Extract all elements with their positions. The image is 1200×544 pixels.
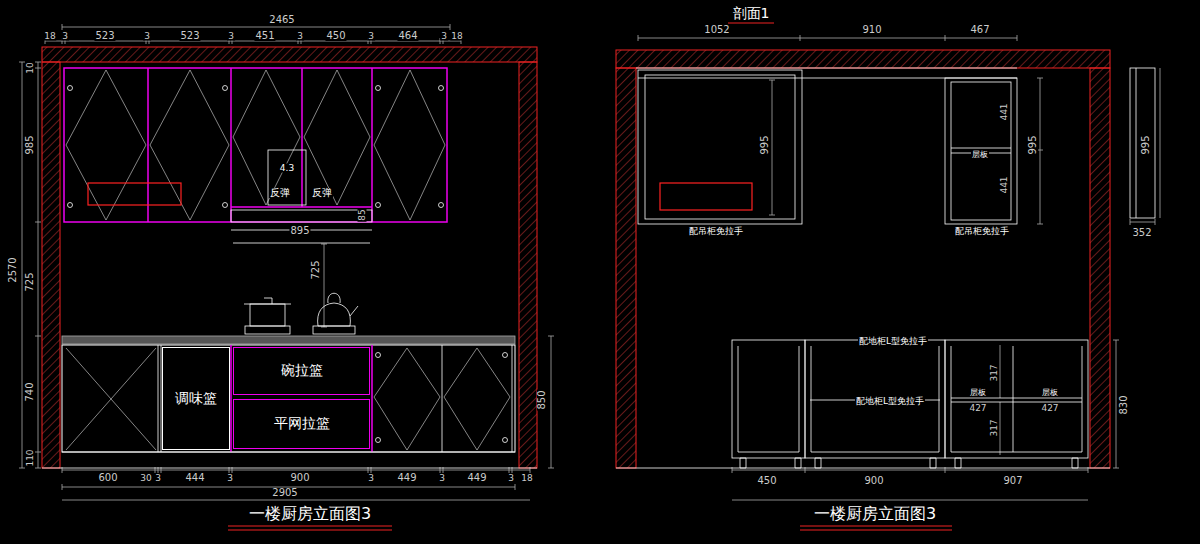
- dimension-number: 464: [397, 31, 418, 41]
- dimension-number: 3: [367, 474, 375, 483]
- dimension-number: 523: [179, 31, 200, 41]
- cabinet-panel: 调味篮: [162, 347, 230, 450]
- note-label: 配吊柜免拉手: [688, 227, 744, 236]
- dimension-number: 451: [254, 31, 275, 41]
- cabinet-panel: 平网拉篮: [233, 399, 370, 449]
- dimension-number: 85: [358, 208, 367, 221]
- dimension-number: 3: [367, 32, 375, 41]
- note-label: 反弹: [269, 188, 291, 198]
- dimension-number: 725: [311, 259, 321, 280]
- dimension-number: 900: [863, 476, 884, 486]
- dimension-number: 3: [227, 32, 235, 41]
- note-label: 层板: [1041, 389, 1059, 397]
- dimension-number: 30: [139, 474, 152, 483]
- dimension-number: 2465: [268, 15, 295, 25]
- cabinet-panel: 碗拉篮: [233, 347, 370, 395]
- dimension-number: 600: [97, 473, 118, 483]
- dimension-number: 2905: [271, 488, 298, 498]
- dimension-number: 352: [1131, 228, 1152, 238]
- note-label: 配地柜L型免拉手: [858, 337, 928, 346]
- dimension-number: 3: [507, 474, 515, 483]
- dimension-number: 450: [756, 476, 777, 486]
- dimension-number: 441: [1000, 102, 1009, 121]
- dimension-number: 3: [296, 32, 304, 41]
- dimension-number: 110: [26, 448, 35, 467]
- dimension-number: 995: [1141, 134, 1151, 155]
- caption-underlines: [228, 23, 952, 530]
- drawing-title: 一楼厨房立面图3: [813, 506, 937, 522]
- dimension-number: 4.3: [279, 164, 295, 173]
- dimension-number: 467: [969, 25, 990, 35]
- note-label: 层板: [969, 389, 987, 397]
- dimension-number: 441: [1000, 175, 1009, 194]
- dimension-number: 995: [1028, 134, 1038, 155]
- dimension-number: 18: [450, 32, 463, 41]
- wall-hatch: [42, 47, 1110, 468]
- dimension-number: 427: [968, 404, 987, 413]
- dimension-number: 18: [43, 32, 56, 41]
- dimension-number: 3: [226, 474, 234, 483]
- wall-cabinets-left: [64, 68, 447, 243]
- dimension-number: 523: [94, 31, 115, 41]
- base-cabinets-left: [42, 345, 537, 468]
- dimension-number: 449: [396, 473, 417, 483]
- note-label: 反弹: [311, 188, 333, 198]
- dimension-number: 317: [990, 418, 999, 437]
- dimension-number: 1052: [703, 25, 730, 35]
- dimension-number: 3: [440, 32, 448, 41]
- dimension-number: 830: [1119, 394, 1129, 415]
- dimension-number: 317: [990, 363, 999, 382]
- dimension-number: 725: [25, 271, 35, 292]
- dimension-number: 10: [26, 61, 35, 74]
- dimension-number: 2570: [8, 256, 18, 283]
- panel-label: 调味篮: [175, 391, 217, 406]
- dimension-number: 900: [289, 473, 310, 483]
- dimension-number: 450: [325, 31, 346, 41]
- dimension-number: 427: [1040, 404, 1059, 413]
- dimension-number: 3: [143, 32, 151, 41]
- panel-label: 平网拉篮: [274, 416, 330, 431]
- drawing-title: 一楼厨房立面图3: [248, 506, 372, 522]
- note-label: 层板: [971, 151, 989, 159]
- panel-label: 碗拉篮: [281, 363, 323, 378]
- drawing-title: 剖面1: [732, 6, 771, 20]
- note-label: 配吊柜免拉手: [954, 227, 1010, 236]
- dimension-number: 850: [537, 389, 547, 410]
- dimension-number: 985: [25, 134, 35, 155]
- dimension-number: 907: [1002, 476, 1023, 486]
- dimension-number: 740: [25, 381, 35, 402]
- dimension-number: 444: [184, 473, 205, 483]
- dimension-number: 995: [760, 134, 770, 155]
- dimension-number: 895: [289, 226, 310, 236]
- section-cabinets-right: [616, 68, 1155, 468]
- note-label: 配地柜L型免拉手: [855, 397, 925, 406]
- dimension-number: 18: [520, 474, 533, 483]
- dimension-number: 3: [61, 32, 69, 41]
- dimension-lines: [19, 24, 1160, 500]
- dimension-number: 3: [154, 474, 162, 483]
- dimension-number: 910: [861, 25, 882, 35]
- dimension-number: 449: [466, 473, 487, 483]
- counter-and-stove: [62, 293, 515, 344]
- dimension-number: 3: [438, 474, 446, 483]
